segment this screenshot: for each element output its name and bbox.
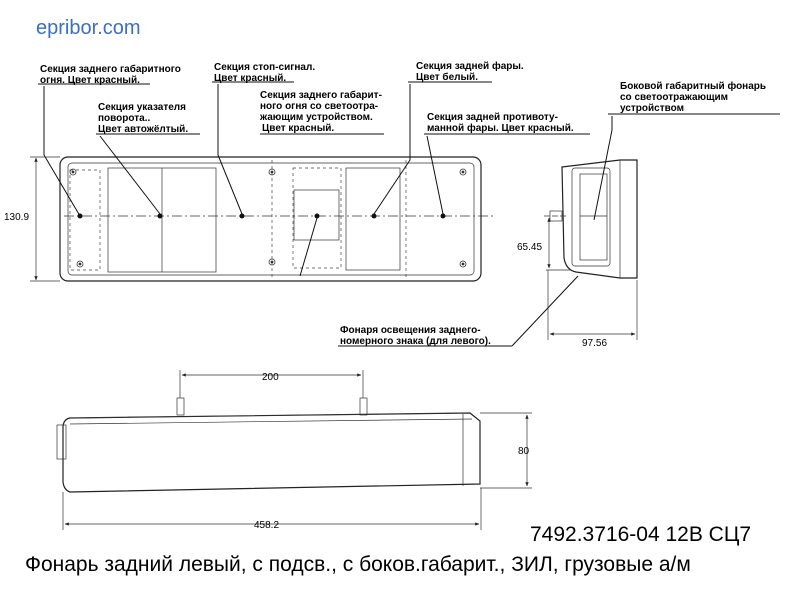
label-side-marker: Боковой габаритный фонарь: [620, 80, 766, 92]
top-view: [56, 370, 532, 530]
label-stop-2: Цвет красный.: [214, 73, 286, 84]
label-side-marker-2: со светоотражающим: [620, 92, 728, 103]
label-plate-lamp: Фонаря освещения заднего-: [340, 325, 481, 336]
dim-length: 458.2: [254, 520, 279, 531]
label-reverse: Секция задней фары.: [416, 60, 524, 72]
dim-height: 130.9: [4, 212, 29, 223]
label-fog-2: манной фары. Цвет красный.: [427, 122, 574, 134]
label-fog: Секция задней противоту-: [427, 112, 558, 123]
label-turn-3: Цвет автожёлтый.: [98, 124, 188, 135]
lamp-housing: [59, 156, 482, 282]
side-housing: [561, 159, 638, 279]
site-name: epribor.com: [36, 17, 141, 39]
label-rear-marker-2: огня. Цвет красный.: [40, 75, 140, 86]
label-side-marker-3: устройством: [620, 103, 684, 114]
reflector-section: [292, 167, 342, 269]
dim-body-height: 80: [518, 446, 530, 457]
label-reflex-4: Цвет красный.: [262, 123, 334, 134]
side-marker-lamp: [571, 167, 611, 267]
label-reflex-2: ного огня со светоотра-: [260, 101, 378, 112]
dimension-labels: 130.9 65.45 97.56 200 80 458.2: [4, 212, 607, 531]
dim-depth: 97.56: [582, 338, 607, 349]
label-turn: Секция указателя: [98, 102, 186, 113]
top-housing: [62, 412, 481, 493]
label-reverse-2: Цвет белый.: [416, 71, 478, 83]
label-rear-marker: Секция заднего габаритного: [40, 63, 181, 75]
dim-half-height: 65.45: [517, 242, 542, 253]
side-view: [338, 113, 780, 347]
label-reflex: Секция заднего габарит-: [260, 89, 382, 101]
model-number: 7492.3716-04 12В СЦ7: [530, 523, 752, 546]
label-plate-lamp-2: номерного знака (для левого).: [340, 336, 491, 347]
product-caption: Фонарь задний левый, с подсв., с боков.г…: [25, 553, 691, 576]
label-reflex-3: жающим устройством.: [259, 112, 373, 123]
callout-labels: Секция заднего габаритного огня. Цвет кр…: [40, 60, 766, 347]
reverse-section: [345, 167, 401, 271]
label-stop: Секция стоп-сигнал.: [214, 62, 315, 73]
front-view: [30, 81, 590, 282]
dim-mount-spacing: 200: [262, 372, 279, 383]
label-turn-2: поворота..: [98, 113, 150, 124]
